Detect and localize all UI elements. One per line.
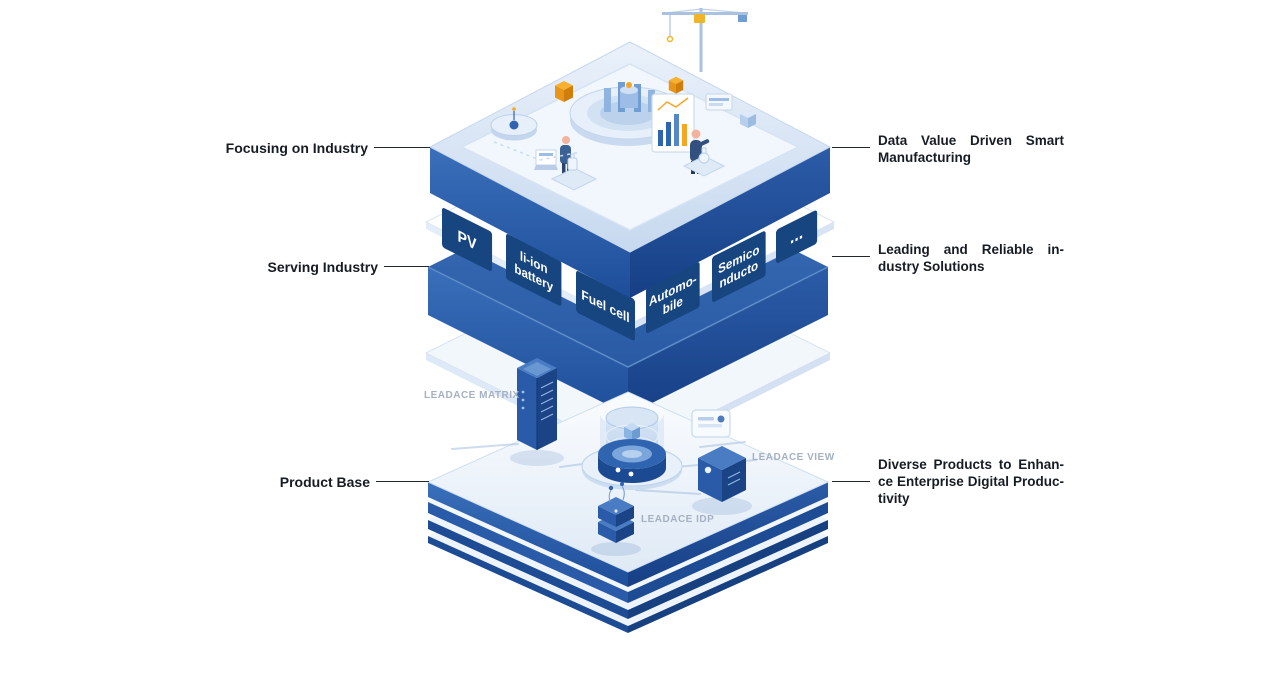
label-line: Leading and Reliable in- (878, 242, 1064, 257)
label-smart-manufacturing: Data Value Driven Smart Manufacturing (878, 132, 1064, 166)
matrix-tower (510, 358, 564, 466)
connector-bottom-right (832, 481, 870, 483)
floor-path (493, 141, 581, 161)
idp-stack (591, 482, 641, 556)
label-leadace-matrix: LEADACE MATRIX (424, 390, 520, 401)
lab-pad (550, 153, 598, 191)
label-line: Data Value Driven Smart (878, 133, 1064, 148)
blue-crate (740, 110, 756, 128)
side-machine (705, 93, 733, 111)
factory-scene (490, 8, 756, 191)
label-line: ce Enterprise Digital Produc- (878, 474, 1064, 489)
floating-card (691, 409, 731, 438)
orange-crate-small (668, 76, 684, 94)
connector-middle-left (384, 266, 429, 268)
view-cube (692, 446, 752, 515)
industry-tile-semiconductor: Semico nducto (712, 231, 766, 302)
industry-tile-pv: PV (442, 208, 493, 271)
label-diverse-products: Diverse Products to Enhan- ce Enterprise… (878, 456, 1064, 507)
label-leadace-view: LEADACE VIEW (752, 452, 835, 463)
connector-top-right (832, 147, 870, 149)
data-hub (581, 439, 683, 490)
data-cube (624, 423, 640, 441)
lab-pad-flask (682, 147, 726, 177)
label-industry-solutions: Leading and Reliable in- dustry Solution… (878, 241, 1064, 275)
label-serving-industry: Serving Industry (267, 259, 378, 275)
label-leadace-idp: LEADACE IDP (641, 514, 715, 525)
robot-cleaner (490, 107, 538, 141)
label-line: dustry Solutions (878, 259, 985, 274)
chart-board (651, 93, 695, 153)
industry-tile-more: ... (776, 210, 818, 263)
label-product-base: Product Base (279, 474, 370, 490)
tile-label: ... (790, 221, 803, 248)
connector-top-left (374, 147, 430, 149)
label-focusing-on-industry: Focusing on Industry (225, 140, 368, 156)
orange-crate (555, 81, 573, 102)
label-line: tivity (878, 491, 910, 506)
label-line: Manufacturing (878, 150, 971, 165)
connector-bottom-left (376, 481, 429, 483)
crane-icon (662, 8, 748, 72)
connector-middle-right (832, 256, 870, 258)
label-line: Diverse Products to Enhan- (878, 457, 1064, 472)
